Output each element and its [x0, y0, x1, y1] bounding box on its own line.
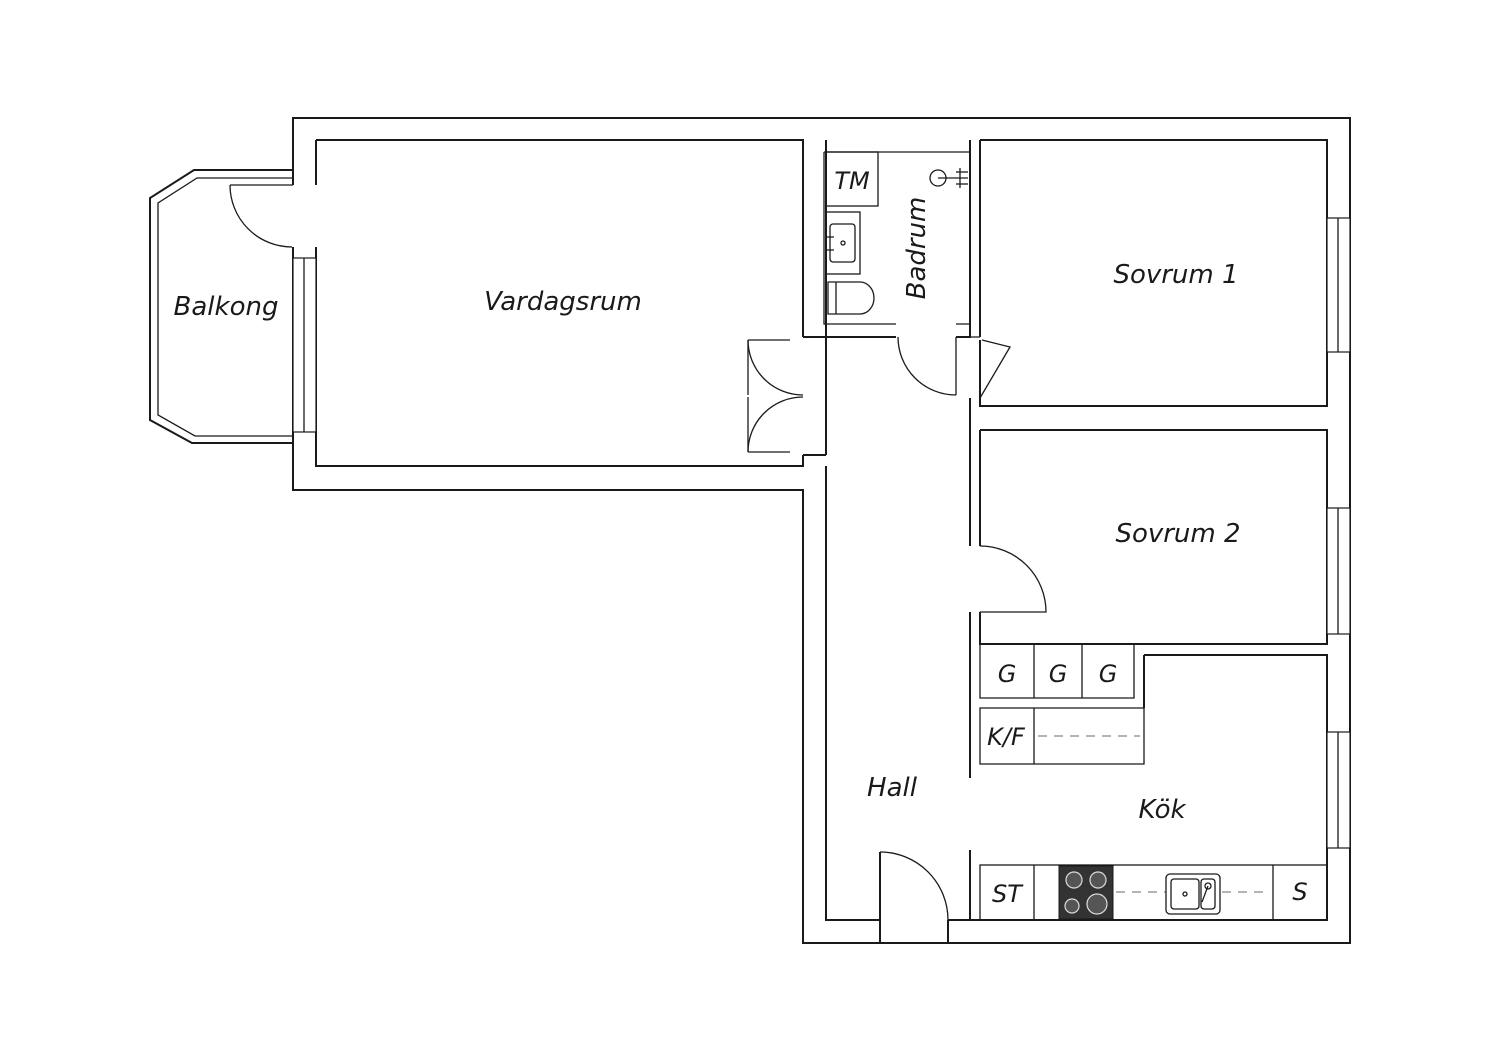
room-label-kok: Kök — [1138, 795, 1186, 825]
balcony-door — [229, 184, 293, 248]
fixture-label-s: S — [1292, 878, 1307, 906]
stove-icon — [1058, 865, 1114, 920]
kitchen: ST S Kök — [969, 654, 1351, 921]
fixture-label-g2: G — [1049, 660, 1068, 688]
bedroom-1-door — [958, 336, 1012, 399]
living-room-door-left — [747, 339, 804, 396]
living-room-door-right — [747, 396, 804, 453]
room-label-sovrum1: Sovrum 1 — [1113, 260, 1238, 290]
washbasin-icon — [825, 211, 861, 275]
entrance-door — [879, 851, 949, 921]
room-label-badrum: Badrum — [902, 197, 932, 300]
fixture-label-tm: TM — [834, 167, 870, 195]
fixture-label-g1: G — [998, 660, 1017, 688]
room-label-hall: Hall — [867, 773, 918, 803]
wardrobes: G G G K/F — [979, 643, 1145, 765]
kitchen-counter — [979, 864, 1328, 921]
room-label-balkong: Balkong — [174, 292, 279, 322]
bedroom-2: Sovrum 2 — [969, 429, 1351, 778]
washing-machine — [825, 151, 879, 207]
fixture-label-st: ST — [992, 880, 1024, 908]
hall: Hall — [867, 773, 949, 943]
toilet-icon — [827, 281, 875, 315]
room-label-sovrum2: Sovrum 2 — [1115, 519, 1240, 549]
bedroom-2-door — [979, 545, 1047, 613]
kitchen-sink-icon — [1165, 873, 1221, 915]
bedroom-1: Sovrum 1 — [958, 139, 1351, 430]
bathroom-door — [897, 336, 957, 396]
shower-icon — [929, 168, 968, 188]
living-room: Vardagsrum — [484, 140, 826, 456]
balcony: Balkong — [149, 169, 317, 444]
fixture-label-g3: G — [1099, 660, 1118, 688]
fixture-label-kf: K/F — [987, 723, 1026, 751]
room-label-vardagsrum: Vardagsrum — [484, 287, 642, 317]
bathroom: TM Badrum — [823, 140, 971, 396]
